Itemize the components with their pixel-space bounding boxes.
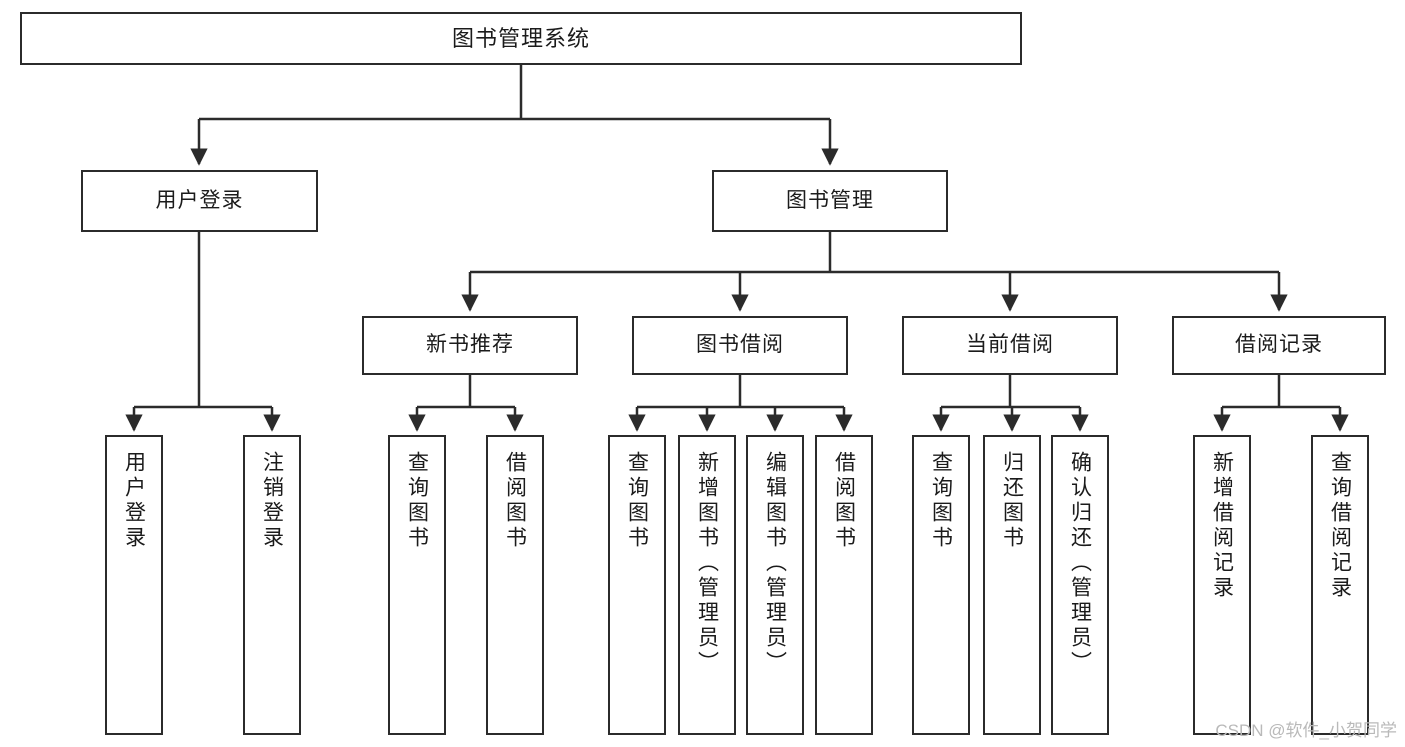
leaf-logout[interactable]: 注销登录 xyxy=(243,435,301,735)
node-label: 查询借阅记录 xyxy=(1328,451,1352,601)
node-label: 借阅图书 xyxy=(503,451,527,551)
leaf-edit-book-admin[interactable]: 编辑图书（管理员） xyxy=(746,435,804,735)
node-label: 查询图书 xyxy=(929,451,953,551)
node-label: 借阅图书 xyxy=(832,451,856,551)
leaf-return-book[interactable]: 归还图书 xyxy=(983,435,1041,735)
node-new-book-recommendation[interactable]: 新书推荐 xyxy=(362,316,578,375)
node-label: 借阅记录 xyxy=(1235,333,1323,357)
node-label: 用户登录 xyxy=(122,451,146,551)
node-label: 新书推荐 xyxy=(426,333,514,357)
node-label: 查询图书 xyxy=(405,451,429,551)
leaf-add-borrow-record[interactable]: 新增借阅记录 xyxy=(1193,435,1251,735)
node-label: 确认归还（管理员） xyxy=(1068,451,1092,676)
leaf-borrow-book-new[interactable]: 借阅图书 xyxy=(486,435,544,735)
leaf-borrow-book[interactable]: 借阅图书 xyxy=(815,435,873,735)
node-user-login[interactable]: 用户登录 xyxy=(81,170,318,232)
node-label: 归还图书 xyxy=(1000,451,1024,551)
node-current-borrowing[interactable]: 当前借阅 xyxy=(902,316,1118,375)
leaf-query-book-new[interactable]: 查询图书 xyxy=(388,435,446,735)
node-label: 编辑图书（管理员） xyxy=(763,451,787,676)
leaf-user-login[interactable]: 用户登录 xyxy=(105,435,163,735)
node-label: 当前借阅 xyxy=(966,333,1054,357)
node-label: 图书借阅 xyxy=(696,333,784,357)
leaf-query-book-borrow[interactable]: 查询图书 xyxy=(608,435,666,735)
leaf-query-book-current[interactable]: 查询图书 xyxy=(912,435,970,735)
node-book-management[interactable]: 图书管理 xyxy=(712,170,948,232)
node-label: 图书管理系统 xyxy=(451,25,590,51)
node-book-borrowing[interactable]: 图书借阅 xyxy=(632,316,848,375)
node-label: 新增图书（管理员） xyxy=(695,451,719,676)
leaf-add-book-admin[interactable]: 新增图书（管理员） xyxy=(678,435,736,735)
leaf-query-borrow-record[interactable]: 查询借阅记录 xyxy=(1311,435,1369,735)
node-book-management-system[interactable]: 图书管理系统 xyxy=(20,12,1022,65)
node-label: 用户登录 xyxy=(155,188,244,212)
node-label: 新增借阅记录 xyxy=(1210,451,1234,601)
node-label: 注销登录 xyxy=(260,451,284,551)
node-label: 查询图书 xyxy=(625,451,649,551)
node-borrow-records[interactable]: 借阅记录 xyxy=(1172,316,1386,375)
leaf-confirm-return-admin[interactable]: 确认归还（管理员） xyxy=(1051,435,1109,735)
node-label: 图书管理 xyxy=(786,188,874,212)
